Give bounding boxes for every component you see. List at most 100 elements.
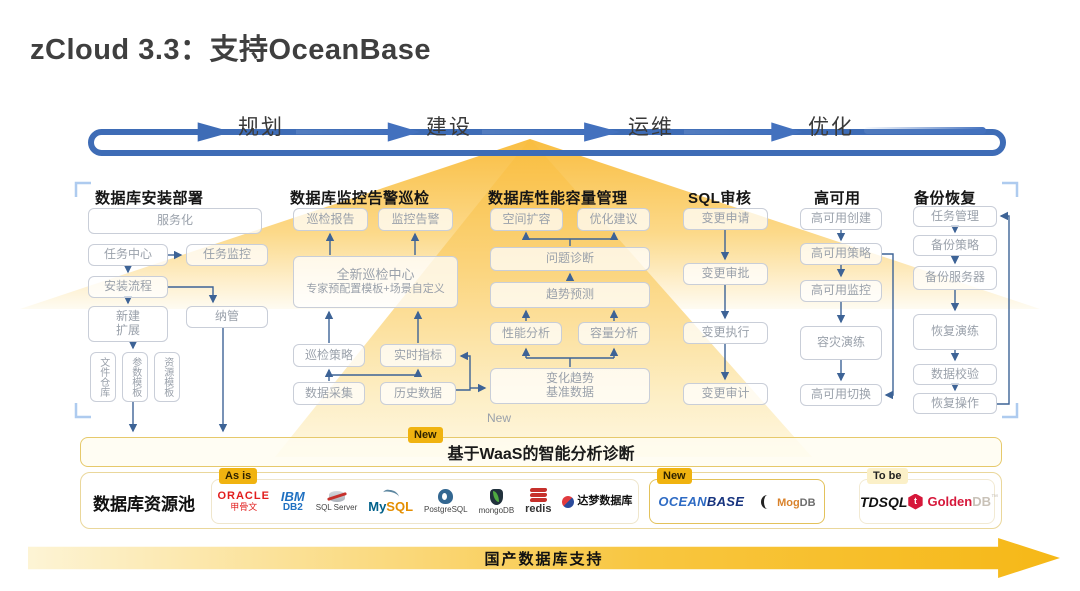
box-restore-operation: 恢复操作 [913,393,997,414]
box-backup-policy: 备份策略 [913,235,997,256]
box-change-audit: 变更审计 [683,383,768,405]
oracle-wordmark: ORACLE [217,490,270,502]
column-header-install: 数据库安装部署 [95,190,204,207]
box-restore-drill: 恢复演练 [913,314,997,350]
box-install-process: 安装流程 [88,276,168,298]
box-backup-task-mgmt: 任务管理 [913,206,997,227]
box-task-center: 任务中心 [88,244,168,266]
mogdb-mog: Mog [777,496,800,509]
column-header-performance: 数据库性能容量管理 [488,190,628,207]
box-param-template: 参数模板 [122,352,148,402]
box-performance-analysis: 性能分析 [490,322,562,345]
oceanbase-base: BASE [706,494,745,509]
box-ha-monitor: 高可用监控 [800,280,882,302]
stage-label-operate: 运维 [628,116,674,139]
database-cylinder-icon [328,491,345,502]
box-inspection-report: 巡检报告 [293,208,368,231]
box-capacity-analysis: 容量分析 [578,322,650,345]
database-resource-pool: 数据库资源池 ORACLE 甲骨文 IBM DB2 SQL Server MyS… [80,468,1002,529]
oceanbase-logo: OCEANBASE [658,495,744,508]
box-history-data: 历史数据 [380,382,456,405]
box-dr-drill: 容灾演练 [800,326,882,360]
mongodb-logo: mongoDB [479,488,514,515]
page-title: zCloud 3.3：支持OceanBase [30,34,431,66]
leaf-shield-icon [489,488,503,505]
box-create-line: 新建 [115,309,140,324]
column-header-sql-audit: SQL审核 [688,190,752,207]
box-task-monitor: 任务监控 [186,244,268,266]
column-header-ha: 高可用 [814,190,861,207]
waas-analysis-bar: 基于WaaS的智能分析诊断 [80,437,1002,467]
waas-new-badge: New [408,427,443,443]
box-ha-create: 高可用创建 [800,208,882,230]
dameng-circle-icon [562,495,575,508]
db2-label: DB2 [282,502,303,513]
new-annotation: New [487,411,512,425]
logo-group-new: OCEANBASE MogDB [649,479,825,524]
elephant-icon [438,489,454,504]
sql-server-label: SQL Server [315,503,358,512]
box-data-collection: 数据采集 [293,382,365,405]
dameng-label: 达梦数据库 [577,495,633,507]
box-ha-switch: 高可用切换 [800,384,882,406]
box-change-trend-baseline: 变化趋势 基准数据 [490,368,650,404]
redis-stack-icon [529,488,548,502]
ibm-db2-logo: IBM DB2 [281,490,305,513]
oceanbase-ocean: OCEAN [658,494,707,509]
box-change-execution: 变更执行 [683,322,768,344]
box-inspection-center: 全新巡检中心 专家预配置模板+场景自定义 [293,256,458,308]
box-inspection-policy: 巡检策略 [293,344,365,367]
dameng-logo: 达梦数据库 [562,495,633,508]
box-create-expand: 新建 扩展 [88,306,168,342]
goldendb-db: DB [972,493,992,509]
box-file-repo: 文件仓库 [90,352,116,402]
box-realtime-metrics: 实时指标 [380,344,456,367]
box-problem-diagnosis: 问题诊断 [490,247,650,271]
redis-label: redis [525,503,552,515]
box-monitor-alert: 监控告警 [378,208,453,231]
goldendb-logo: t GoldenDB™ [907,493,999,510]
waas-bar-label: 基于WaaS的智能分析诊断 [447,446,635,463]
resource-pool-label: 数据库资源池 [93,495,195,514]
box-change-request: 变更申请 [683,208,768,230]
domestic-db-support-arrow: 国产数据库支持 [28,538,1060,578]
sql-server-logo: SQL Server [315,491,358,512]
mogdb-db: DB [799,496,816,509]
redis-logo: redis [525,488,551,515]
postgresql-logo: PostgreSQL [424,489,468,514]
logo-group-as-is: ORACLE 甲骨文 IBM DB2 SQL Server MySQL Post… [211,479,639,524]
to-be-badge: To be [867,468,908,484]
postgresql-label: PostgreSQL [424,505,468,514]
box-optimize-advice: 优化建议 [577,208,650,231]
box-change-approval: 变更审批 [683,263,768,285]
dolphin-icon [382,488,400,502]
oracle-cn-label: 甲骨文 [230,502,258,512]
baseline-data-line: 基准数据 [545,385,594,399]
mogdb-logo: MogDB [761,494,816,510]
oracle-logo: ORACLE 甲骨文 [217,491,269,512]
stage-tail-swoosh [864,127,986,134]
goldendb-tm: ™ [991,493,999,501]
box-space-expansion: 空间扩容 [490,208,563,231]
box-backup-server: 备份服务器 [913,266,997,290]
hexagon-icon: t [908,493,923,510]
box-trend-forecast: 趋势预测 [490,282,650,308]
mysql-logo: MySQL [368,488,413,514]
stage-label-plan: 规划 [238,116,284,139]
ibm-wordmark: IBM [280,489,305,504]
tdsql-logo: TDSQL [860,495,907,509]
change-trend-line: 变化趋势 [545,371,594,386]
tdsql-td: TD [860,493,879,510]
inspection-center-title: 全新巡检中心 [336,267,415,283]
box-data-verify: 数据校验 [913,364,997,385]
box-takeover: 纳管 [186,306,268,328]
box-servicization: 服务化 [88,208,262,234]
new-group-badge: New [657,468,692,484]
column-header-backup: 备份恢复 [914,190,977,207]
mysql-my: My [368,499,387,514]
tdsql-sql: SQL [878,493,908,510]
as-is-badge: As is [219,468,258,484]
crescent-icon [761,494,774,509]
goldendb-golden: Golden [927,493,973,509]
